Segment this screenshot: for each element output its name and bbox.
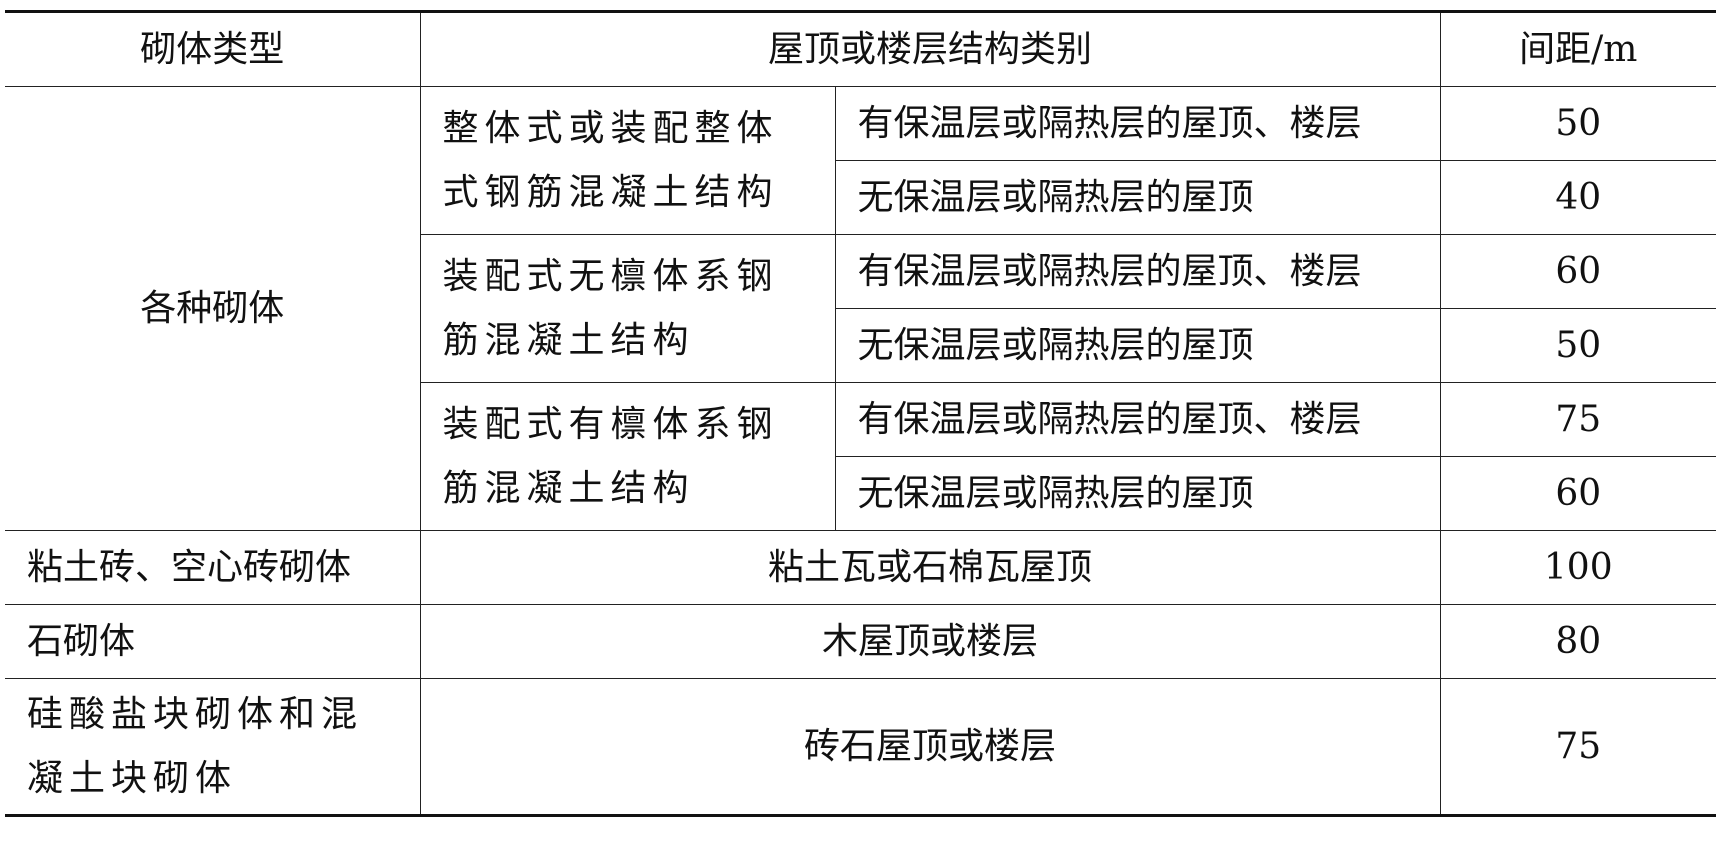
condition-cell: 无保温层或隔热层的屋顶	[835, 308, 1441, 383]
structure-cell: 装配式无檩体系钢筋混凝土结构	[420, 234, 836, 383]
table-row: 无保温层或隔热层的屋顶 60	[5, 456, 1717, 531]
structure-cell: 木屋顶或楼层	[419, 604, 1441, 679]
spacing-cell: 75	[1439, 678, 1717, 817]
masonry-type-cell: 石砌体	[5, 604, 421, 679]
structure-cell: 装配式有檩体系钢筋混凝土结构	[420, 382, 836, 531]
spacing-cell: 60	[1439, 456, 1717, 531]
condition-cell: 有保温层或隔热层的屋顶、楼层	[834, 86, 1441, 161]
condition-cell: 无保温层或隔热层的屋顶	[835, 160, 1441, 235]
structure-cell: 粘土瓦或石棉瓦屋顶	[419, 530, 1441, 605]
spacing-cell: 80	[1439, 604, 1717, 679]
spacing-cell: 60	[1439, 234, 1717, 309]
header-masonry-type: 砌体类型	[5, 10, 421, 87]
table-row: 粘土砖、空心砖砌体 粘土瓦或石棉瓦屋顶 100	[5, 530, 1717, 605]
masonry-type-cell: 硅酸盐块砌体和混凝土块砌体	[5, 678, 421, 817]
masonry-type-cell: 粘土砖、空心砖砌体	[5, 530, 421, 605]
table-row: 硅酸盐块砌体和混凝土块砌体 砖石屋顶或楼层 75	[5, 678, 1717, 817]
structure-cell: 砖石屋顶或楼层	[419, 678, 1441, 817]
spacing-cell: 40	[1439, 160, 1717, 235]
spacing-cell: 50	[1439, 308, 1717, 383]
header-spacing: 间距/m	[1439, 10, 1717, 87]
table-row: 装配式无檩体系钢筋混凝土结构 有保温层或隔热层的屋顶、楼层 60	[5, 234, 1717, 383]
structure-cell: 整体式或装配整体式钢筋混凝土结构	[419, 86, 836, 235]
condition-cell: 无保温层或隔热层的屋顶	[835, 456, 1441, 531]
table-row: 各种砌体 整体式或装配整体式钢筋混凝土结构 有保温层或隔热层的屋顶、楼层 50	[5, 86, 1717, 531]
table-row: 无保温层或隔热层的屋顶 40	[5, 160, 1717, 235]
condition-cell: 有保温层或隔热层的屋顶、楼层	[834, 382, 1441, 457]
header-row: 砌体类型 屋顶或楼层结构类别 间距/m	[5, 10, 1717, 87]
table-row: 装配式有檩体系钢筋混凝土结构 有保温层或隔热层的屋顶、楼层 75	[5, 382, 1717, 531]
header-structure-category: 屋顶或楼层结构类别	[419, 10, 1441, 87]
table-row: 石砌体 木屋顶或楼层 80	[5, 604, 1717, 679]
condition-cell: 有保温层或隔热层的屋顶、楼层	[834, 234, 1441, 309]
masonry-type-cell: 各种砌体	[5, 86, 421, 531]
spacing-table: 砌体类型 屋顶或楼层结构类别 间距/m 各种砌体 整体式或装配整体式钢筋混凝土结…	[5, 10, 1717, 817]
spacing-cell: 100	[1439, 530, 1717, 605]
spacing-cell: 75	[1439, 382, 1717, 457]
spacing-cell: 50	[1439, 86, 1717, 161]
table-row: 无保温层或隔热层的屋顶 50	[5, 308, 1717, 383]
